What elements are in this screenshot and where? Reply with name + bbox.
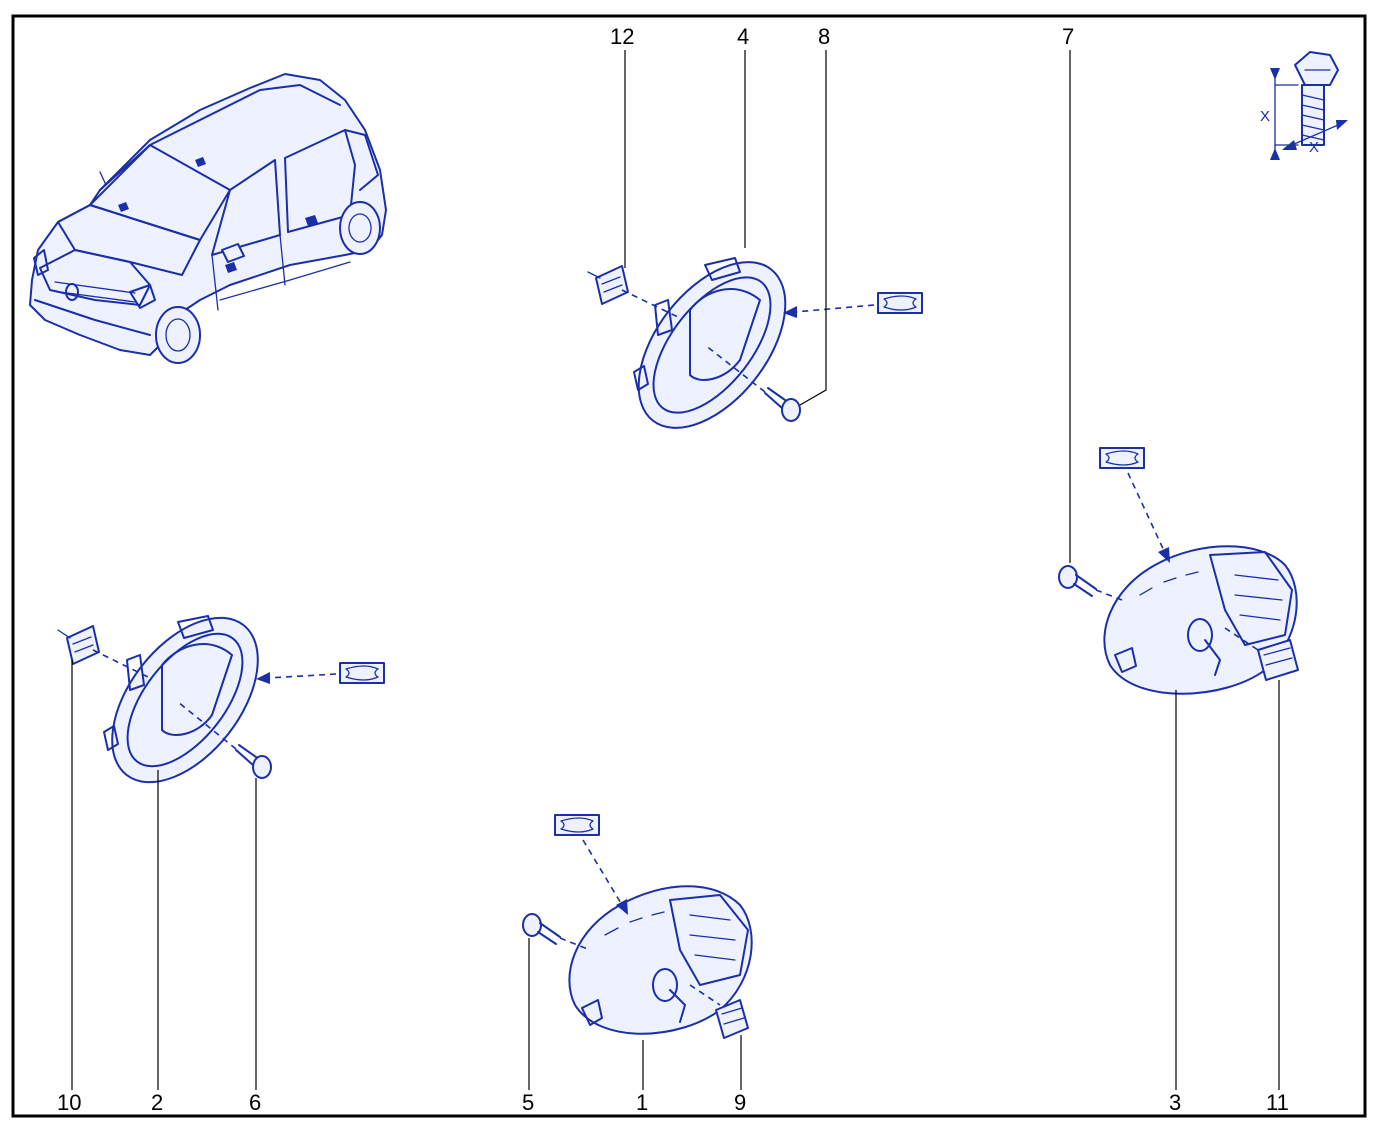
- diagram-frame: [11, 14, 1367, 1118]
- screw-part-5: [522, 913, 561, 945]
- screw-part-7: [1058, 565, 1097, 597]
- callout-6: 6: [249, 1090, 261, 1115]
- clip-part-12: [587, 265, 629, 305]
- interior-handle-part-3: [1103, 545, 1298, 695]
- screw-part-6: [235, 744, 272, 779]
- callout-11: 11: [1266, 1090, 1289, 1115]
- vehicle-illustration: [29, 73, 387, 364]
- callout-4: 4: [737, 24, 749, 49]
- handle-marker: [195, 157, 206, 167]
- callout-12: 12: [610, 24, 634, 49]
- callout-1: 1: [636, 1090, 648, 1115]
- callout-leaders: [71, 50, 1280, 1090]
- screw-part-8: [764, 387, 801, 422]
- interior-handle-part-4: [633, 257, 787, 429]
- clip-part-10: [57, 625, 100, 665]
- callout-3: 3: [1169, 1090, 1181, 1115]
- callout-8: 8: [818, 24, 830, 49]
- handle-marker: [118, 202, 129, 212]
- clip-part-11: [1257, 639, 1299, 681]
- callout-2: 2: [151, 1090, 163, 1115]
- bolt-torque-icon: [1270, 51, 1348, 160]
- torque-x-label-vertical: X: [1260, 108, 1270, 125]
- interior-handle-part-2: [103, 615, 259, 784]
- torque-x-label-horizontal: X: [1309, 139, 1319, 156]
- callout-7: 7: [1062, 24, 1074, 49]
- callout-10: 10: [57, 1090, 81, 1115]
- callout-9: 9: [734, 1090, 746, 1115]
- handle-marker: [305, 215, 318, 226]
- handle-marker: [225, 262, 237, 273]
- interior-handle-part-1: [568, 885, 753, 1035]
- clip-part-9: [715, 999, 749, 1039]
- callout-5: 5: [522, 1090, 534, 1115]
